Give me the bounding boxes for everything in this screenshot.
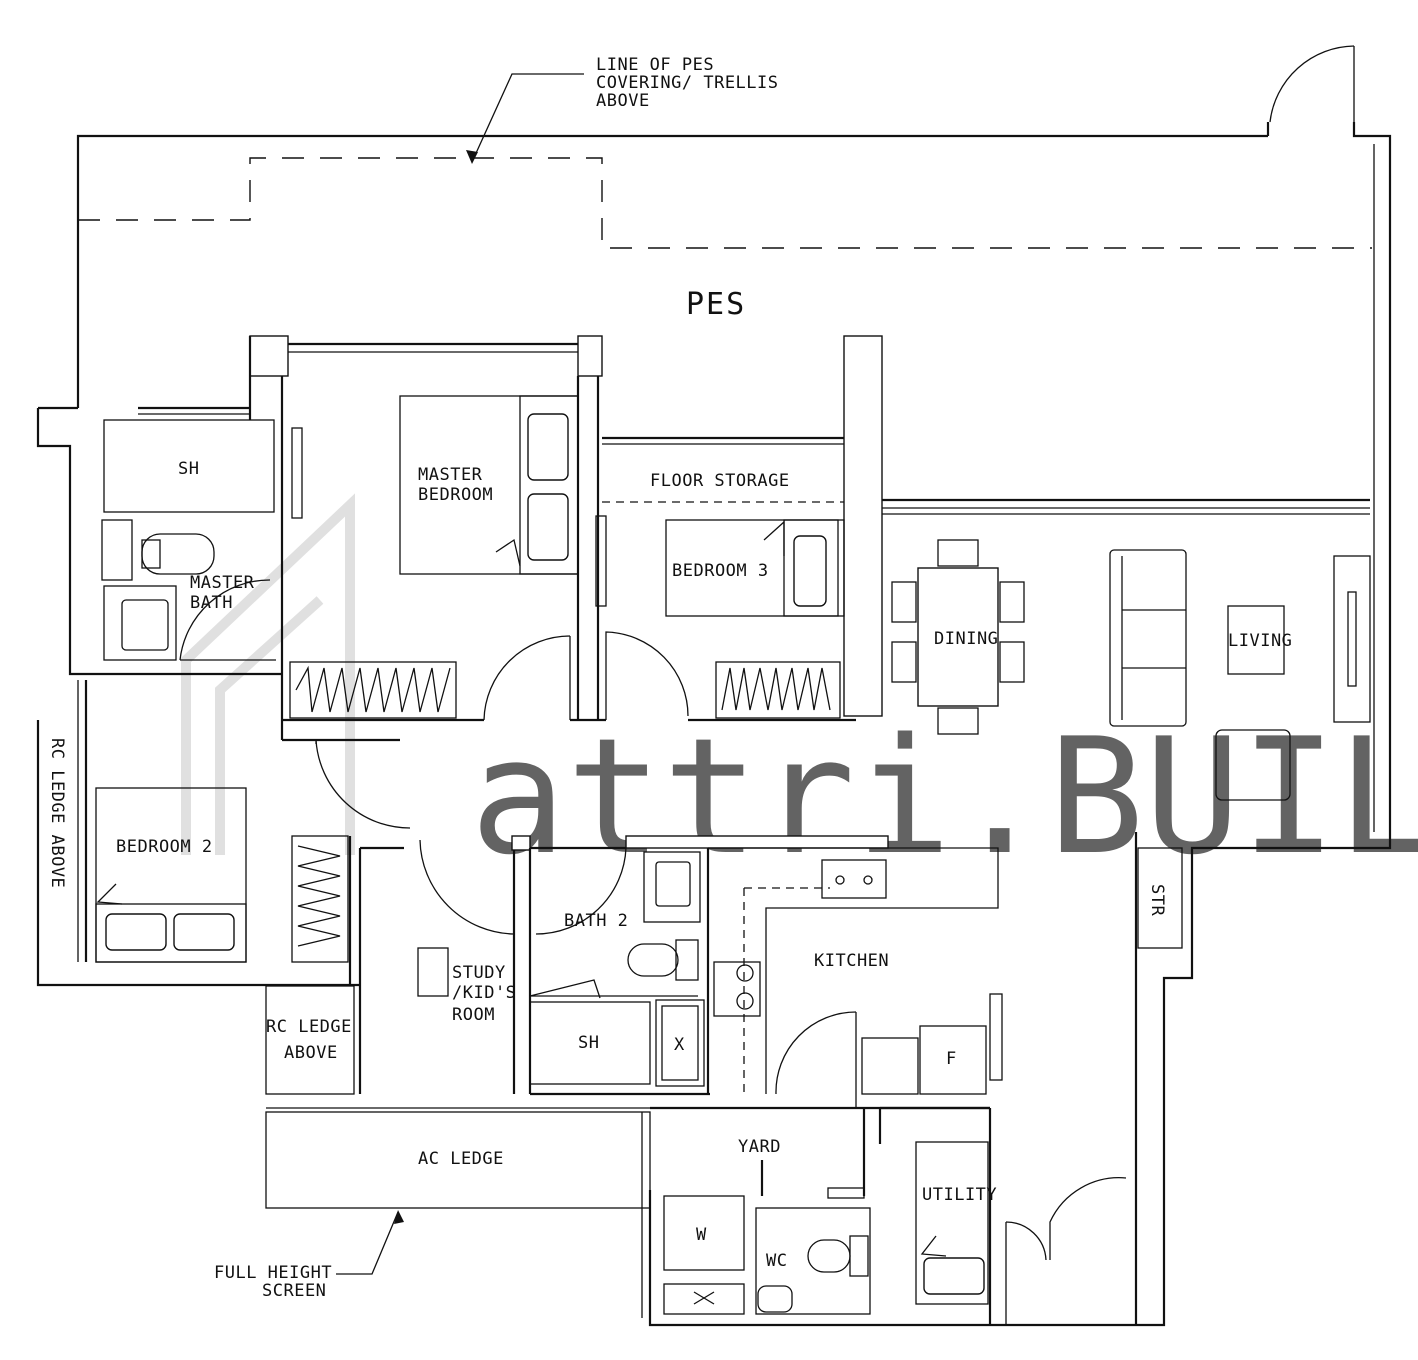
master-bedroom-furniture: MASTER BEDROOM — [289, 395, 579, 721]
pes-trellis-line — [78, 157, 1372, 249]
bath-2: BATH 2 SH X — [511, 835, 889, 1096]
room-label-yard: YARD — [738, 1137, 781, 1157]
annotation-full-height-screen-1: FULL HEIGHT — [214, 1263, 332, 1283]
watermark-text: attri.BUILD — [470, 703, 1418, 890]
room-label-living: LIVING — [1228, 631, 1292, 651]
room-label-kitchen: KITCHEN — [814, 951, 889, 971]
master-suite-walls — [248, 335, 856, 740]
yard-wc-utility: YARD W WC UTILITY — [663, 1106, 1127, 1325]
room-label-study-1: STUDY — [452, 963, 506, 983]
bedroom-2: BEDROOM 2 — [77, 672, 411, 985]
rc-ledge-above-side-label: RC LEDGE ABOVE — [47, 738, 67, 888]
room-label-floor-storage: FLOOR STORAGE — [650, 471, 790, 491]
room-label-master-bath-1: MASTER — [190, 573, 255, 593]
room-label-utility: UTILITY — [922, 1185, 997, 1205]
bedroom-3: FLOOR STORAGE BEDROOM 3 — [595, 335, 883, 720]
room-label-ac-ledge: AC LEDGE — [418, 1149, 504, 1169]
watermark-logo-icon — [181, 493, 355, 855]
rc-ledge-side: RC LEDGE ABOVE — [47, 738, 67, 888]
room-label-bedroom-2: BEDROOM 2 — [116, 837, 213, 857]
annotation-pes-covering-1: LINE OF PES — [596, 55, 714, 75]
annotation-pes-covering: LINE OF PES COVERING/ TRELLIS ABOVE — [466, 55, 779, 164]
washer-label: W — [696, 1225, 707, 1245]
annotation-pes-covering-3: ABOVE — [596, 91, 650, 111]
room-label-study-2: /KID'S — [452, 983, 516, 1003]
room-label-master-bedroom-2: BEDROOM — [418, 485, 493, 505]
room-label-bedroom-3: BEDROOM 3 — [672, 561, 769, 581]
study: STUDY /KID'S ROOM RC LEDGE ABOVE — [265, 836, 516, 1095]
room-label-wc: WC — [766, 1251, 787, 1271]
rc-ledge-label-2: ABOVE — [284, 1043, 338, 1063]
room-label-bath-2: BATH 2 — [564, 911, 628, 931]
room-label-study-3: ROOM — [452, 1005, 495, 1025]
room-label-master-bedroom-1: MASTER — [418, 465, 483, 485]
rc-ledge-label-1: RC LEDGE — [266, 1017, 352, 1037]
ac-ledge: AC LEDGE — [265, 1107, 651, 1209]
room-label-str: STR — [1147, 884, 1167, 916]
annotation-full-height-screen: FULL HEIGHT SCREEN — [214, 1210, 404, 1301]
room-label-sh-bath-2: SH — [578, 1033, 599, 1053]
room-label-master-bath-2: BATH — [190, 593, 233, 613]
room-label-sh-master: SH — [178, 459, 199, 479]
annotation-full-height-screen-2: SCREEN — [262, 1281, 326, 1301]
room-label-dining: DINING — [934, 629, 998, 649]
exterior-walls — [36, 122, 1392, 1327]
fridge-label: F — [946, 1049, 957, 1069]
dining-living: DINING LIVING — [882, 498, 1371, 801]
pes-gate — [1269, 45, 1355, 123]
shower-x-label: X — [674, 1035, 685, 1055]
master-bath: MASTER BATH — [101, 519, 276, 661]
master-shower: SH — [103, 406, 275, 513]
room-label-pes: PES — [686, 287, 746, 322]
annotation-pes-covering-2: COVERING/ TRELLIS — [596, 73, 779, 93]
storage: STR — [1134, 832, 1183, 1325]
